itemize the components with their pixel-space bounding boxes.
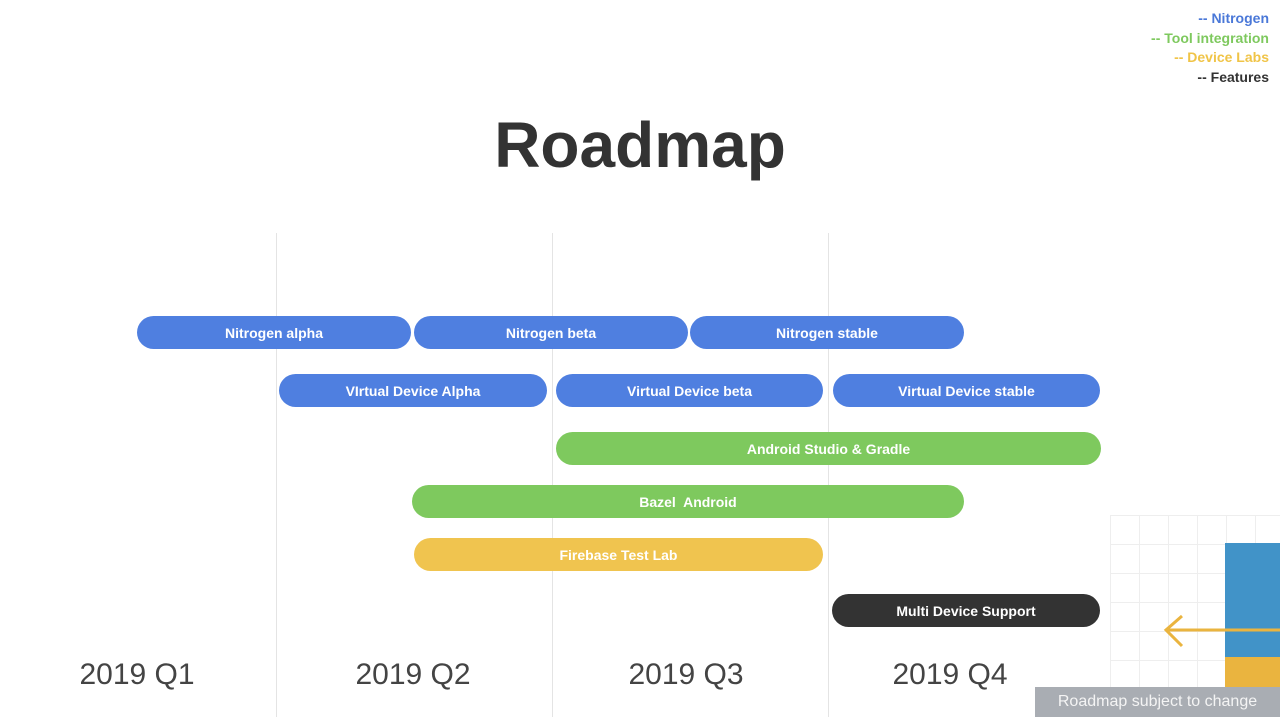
bar-nitrogen-stable: Nitrogen stable	[690, 316, 964, 349]
legend-tool-integration: -- Tool integration	[1151, 29, 1269, 46]
legend-nitrogen: -- Nitrogen	[1198, 10, 1269, 26]
arrow-left-icon	[1163, 614, 1280, 648]
bar-virtual-device-beta: Virtual Device beta	[556, 374, 823, 407]
bar-multi-device-support: Multi Device Support	[832, 594, 1100, 627]
quarter-divider	[276, 233, 277, 717]
quarter-label-q3: 2019 Q3	[628, 658, 744, 691]
quarter-label-q1: 2019 Q1	[79, 658, 195, 691]
bar-virtual-device-alpha: VIrtual Device Alpha	[279, 374, 547, 407]
bar-nitrogen-alpha: Nitrogen alpha	[137, 316, 411, 349]
yellow-block	[1225, 657, 1280, 687]
quarter-label-q4: 2019 Q4	[892, 658, 1008, 691]
page-title: Roadmap	[494, 109, 786, 181]
disclaimer-banner: Roadmap subject to change	[1035, 687, 1280, 717]
bar-bazel-android: Bazel Android	[412, 485, 964, 518]
legend: -- Nitrogen -- Tool integration -- Devic…	[1151, 9, 1269, 87]
bar-firebase-test-lab: Firebase Test Lab	[414, 538, 823, 571]
quarter-label-q2: 2019 Q2	[355, 658, 471, 691]
blue-block	[1225, 543, 1280, 657]
bar-android-studio-gradle: Android Studio & Gradle	[556, 432, 1101, 465]
legend-device-labs: -- Device Labs	[1174, 49, 1269, 65]
quarter-divider	[552, 233, 553, 717]
bar-virtual-device-stable: Virtual Device stable	[833, 374, 1100, 407]
bar-nitrogen-beta: Nitrogen beta	[414, 316, 688, 349]
legend-features: -- Features	[1197, 68, 1269, 85]
quarter-divider	[828, 233, 829, 717]
